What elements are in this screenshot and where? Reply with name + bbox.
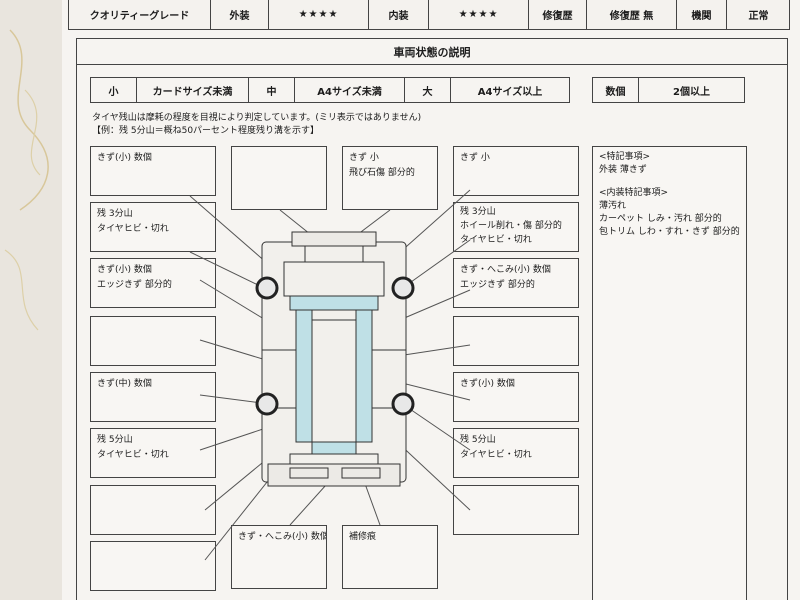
size-large-value: A4サイズ以上 (477, 86, 543, 98)
size-legend: 小 カードサイズ未満 中 A4サイズ未満 大 A4サイズ以上 (90, 77, 570, 103)
top-box-2: きず 小飛び石傷 部分的 (342, 146, 438, 210)
wheel-icons (255, 276, 415, 416)
right-box-2: 残 3分山ホイール削れ・傷 部分的タイヤヒビ・切れ (453, 202, 579, 252)
remarks-panel: <特記事項> 外装 薄きず <内装特記事項> 薄汚れ カーペット しみ・汚れ 部… (592, 146, 747, 600)
interior-remarks-item-1: 薄汚れ (599, 201, 627, 211)
right-box-6: 残 5分山タイヤヒビ・切れ (453, 428, 579, 478)
left-box-5: きず(中) 数個 (90, 372, 216, 422)
count-label: 数個 (593, 78, 639, 102)
quality-grade-label: クオリティーグレード (69, 0, 211, 29)
special-remarks-heading: <特記事項> (599, 152, 651, 162)
right-box-7 (453, 485, 579, 535)
interior-remarks-item-3: 包トリム しわ・すれ・きず 部分的 (599, 227, 740, 237)
left-box-7 (90, 485, 216, 535)
section-title: 車両状態の説明 (77, 39, 787, 65)
interior-remarks-item-2: カーペット しみ・汚れ 部分的 (599, 214, 722, 224)
left-box-4 (90, 316, 216, 366)
condition-section (76, 38, 788, 600)
left-box-1: きず(小) 数個 (90, 146, 216, 196)
background-paper-edge (0, 0, 63, 600)
right-box-3: きず・へこみ(小) 数個エッジきず 部分的 (453, 258, 579, 308)
exterior-label: 外装 (211, 0, 269, 29)
size-small-label: 小 (91, 78, 137, 102)
left-box-8 (90, 541, 216, 591)
interior-label: 内装 (369, 0, 429, 29)
right-box-1: きず 小 (453, 146, 579, 196)
right-box-5: きず(小) 数個 (453, 372, 579, 422)
count-legend: 数個 2個以上 (592, 77, 745, 103)
decorative-swirl-icon (4, 29, 49, 331)
engine-value: 正常 (748, 11, 769, 22)
count-value: 2個以上 (673, 86, 710, 98)
interior-stars: ★★★★ (429, 0, 529, 29)
bottom-box-1: きず・へこみ(小) 数個 (231, 525, 327, 589)
left-box-2: 残 3分山タイヤヒビ・切れ (90, 202, 216, 252)
car-outline-icon (261, 231, 407, 487)
repair-history-label: 修復歴 (529, 0, 587, 29)
left-box-6: 残 5分山タイヤヒビ・切れ (90, 428, 216, 478)
special-remarks-item: 外装 薄きず (599, 165, 647, 175)
top-box-1 (231, 146, 327, 210)
engine-label: 機関 (677, 0, 727, 29)
bottom-box-2: 補修痕 (342, 525, 438, 589)
tire-note-line1: タイヤ残山は摩耗の程度を目視により判定しています。(ミリ表示ではありません) (92, 113, 422, 123)
size-large-label: 大 (405, 78, 451, 102)
size-medium-label: 中 (249, 78, 295, 102)
tire-note-line2: 【例：残 5分山＝概ね50パーセント程度残り溝を示す】 (92, 126, 320, 136)
size-medium-value: A4サイズ未満 (295, 78, 405, 102)
exterior-stars: ★★★★ (269, 0, 369, 29)
interior-remarks-heading: <内装特記事項> (599, 188, 669, 198)
repair-history-value: 修復歴 無 (587, 0, 677, 29)
grade-row: クオリティーグレード 外装 ★★★★ 内装 ★★★★ 修復歴 修復歴 無 機関 … (68, 0, 790, 30)
right-box-4 (453, 316, 579, 366)
size-small-value: カードサイズ未満 (137, 78, 249, 102)
left-box-3: きず(小) 数個エッジきず 部分的 (90, 258, 216, 308)
